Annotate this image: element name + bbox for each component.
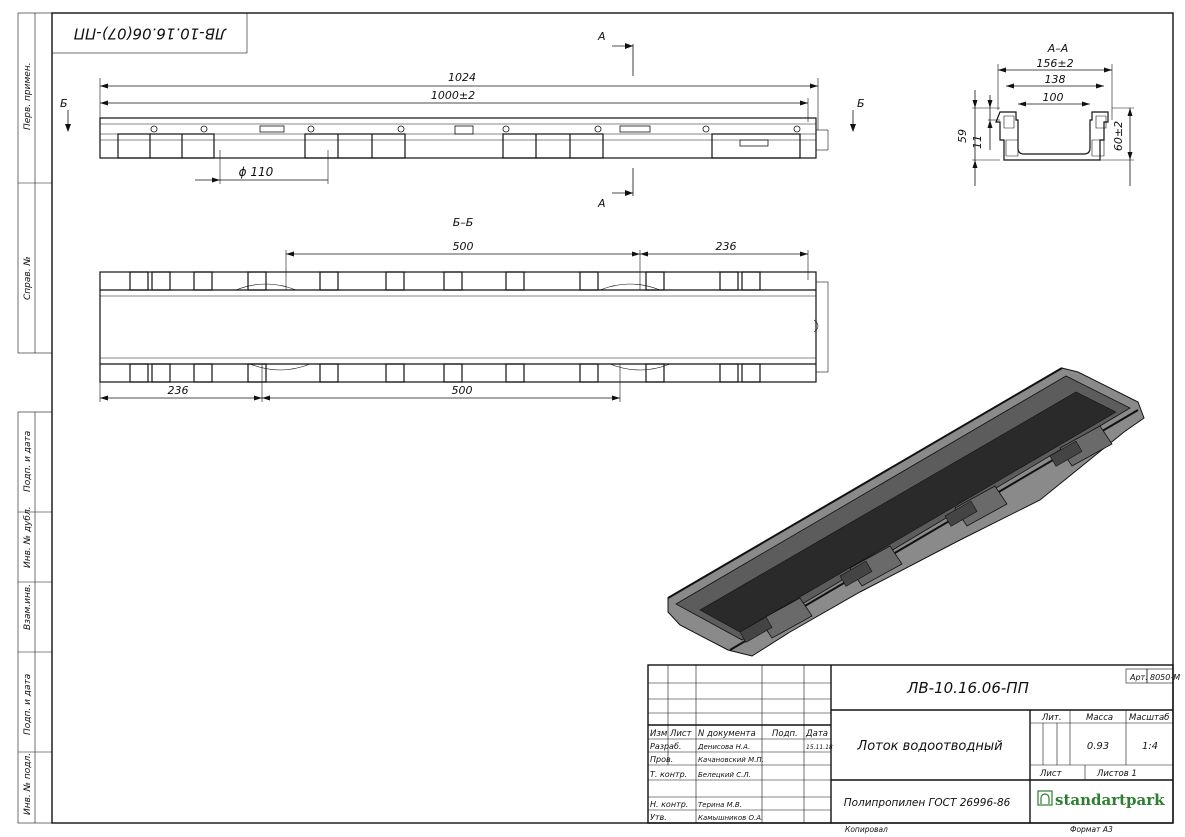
- dim-1024: 1024: [448, 71, 476, 84]
- section-bb-title: Б–Б: [453, 216, 474, 229]
- dim-11: 11: [971, 135, 984, 149]
- section-aa-title: А–А: [1047, 42, 1069, 55]
- dim-138: 138: [1045, 73, 1066, 86]
- dim-60: 60±2: [1112, 121, 1125, 151]
- top-stamp-box: [51, 12, 248, 54]
- material: Полипропилен ГОСТ 26996-86: [844, 797, 1011, 809]
- row-name-2: Качановский М.П.: [698, 756, 764, 764]
- row-role-6: Утв.: [650, 813, 667, 822]
- sheets-label: Листов 1: [1096, 769, 1137, 779]
- section-letter-a-top: А: [597, 30, 606, 43]
- mass-label: Масса: [1086, 713, 1113, 723]
- row-date-1: 15.11.18: [806, 744, 833, 751]
- section-letter-b-right: Б: [857, 97, 865, 110]
- row-role-3: Т. контр.: [650, 770, 687, 779]
- side-label-6: Подп. и дата: [23, 674, 33, 735]
- side-label-1: Перв. примен.: [23, 62, 33, 130]
- scale-label: Масштаб: [1129, 713, 1169, 723]
- art-label: Арт.: [1129, 673, 1148, 682]
- title-block: Изм Лист N документа Подп. Дата Разраб. …: [647, 664, 1180, 824]
- col-sign: Подп.: [772, 729, 798, 739]
- row-role-5: Н. контр.: [650, 800, 688, 809]
- row-name-1: Денисова Н.А.: [697, 743, 750, 751]
- logo-text: standartpark: [1055, 791, 1165, 809]
- footer-format: Формат А3: [1070, 825, 1113, 834]
- front-view: 1024 1000±2: [60, 30, 865, 210]
- col-date: Дата: [805, 729, 828, 739]
- art-value: 8050-М: [1150, 673, 1180, 682]
- row-name-6: Камышников О.А.: [698, 814, 763, 822]
- section-letter-a-bottom: А: [597, 197, 606, 210]
- col-doc: N документа: [698, 729, 756, 739]
- side-frame-labels: Перв. примен. Справ. № Подп. и дата Инв.…: [23, 62, 33, 815]
- designation: ЛВ-10.16.06-ПП: [906, 679, 1029, 697]
- dim-500-top: 500: [453, 240, 474, 253]
- section-aa: А–А 156±2 138 100 59 11 60±2: [956, 42, 1134, 186]
- top-stamp-text: ЛВ-10.16.06(07)-ПП: [74, 25, 228, 43]
- dim-236-top: 236: [716, 240, 737, 253]
- dim-1000: 1000±2: [431, 89, 475, 102]
- dim-500-bottom: 500: [452, 384, 473, 397]
- section-letter-b-left: Б: [60, 97, 68, 110]
- row-name-5: Терина М.В.: [698, 801, 742, 809]
- row-role-1: Разраб.: [650, 742, 681, 751]
- section-bb: Б–Б 500 236: [99, 216, 829, 402]
- dim-59: 59: [956, 129, 969, 143]
- col-izm: Изм: [650, 729, 668, 739]
- dim-156: 156±2: [1036, 57, 1073, 70]
- side-label-7: Инв. № подл.: [23, 753, 33, 815]
- side-label-2: Справ. №: [23, 256, 33, 300]
- dim-236-bottom: 236: [168, 384, 189, 397]
- col-list: Лист: [669, 729, 693, 739]
- row-role-2: Пров.: [650, 755, 673, 764]
- product-name: Лоток водоотводный: [856, 739, 1002, 754]
- mass-value: 0.93: [1087, 741, 1109, 752]
- side-label-3: Подп. и дата: [23, 431, 33, 492]
- dim-100: 100: [1043, 91, 1064, 104]
- side-label-4: Инв. № дубл.: [23, 506, 33, 568]
- footer-copied: Копировал: [845, 825, 888, 834]
- sheet-label: Лист: [1039, 769, 1063, 779]
- side-label-5: Взам.инв.: [23, 584, 33, 630]
- lit-label: Лит.: [1041, 713, 1062, 723]
- dim-d110: ϕ 110: [239, 165, 274, 179]
- isometric-view: [667, 367, 1145, 657]
- scale-value: 1:4: [1142, 741, 1158, 752]
- row-name-3: Белецкий С.Л.: [698, 771, 751, 779]
- company-logo: standartpark: [1037, 790, 1165, 809]
